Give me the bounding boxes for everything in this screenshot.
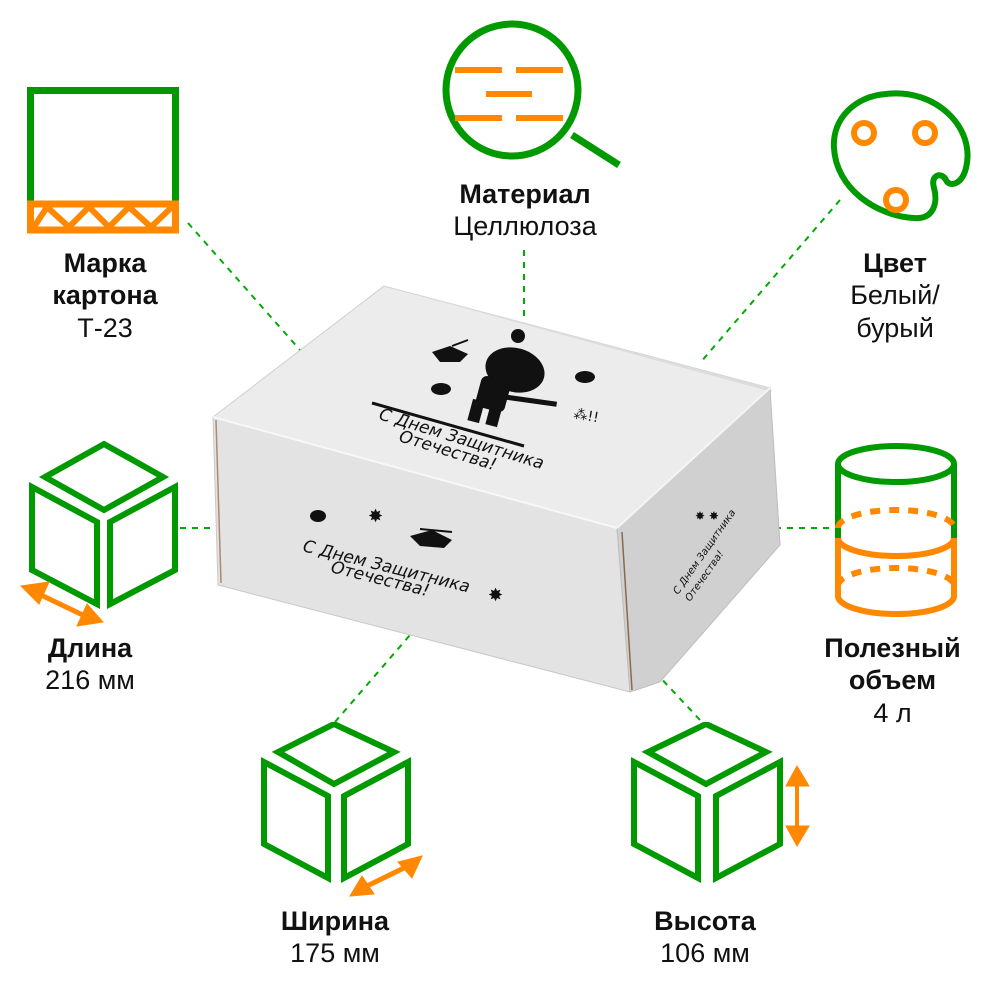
- svg-text:⁂!!: ⁂!!: [572, 406, 600, 426]
- spec-title: Марка: [63, 248, 147, 278]
- corrugated-board-icon: [27, 87, 179, 234]
- spec-title: Ширина: [280, 906, 390, 936]
- spec-title: Материал: [459, 179, 591, 209]
- spec-title: объем: [848, 665, 937, 696]
- spec-value: 4 л: [873, 697, 912, 728]
- svg-text:✸: ✸: [368, 506, 383, 527]
- svg-text:✸: ✸: [488, 585, 503, 606]
- spec-value: 175 мм: [290, 938, 380, 969]
- svg-text:✸ ✸: ✸ ✸: [695, 509, 719, 523]
- spec-value: Т-23: [77, 312, 133, 343]
- spec-title: картона: [52, 280, 158, 311]
- cube-length-icon: [19, 440, 178, 627]
- spec-title: Длина: [47, 633, 133, 663]
- spec-value: Целлюлоза: [453, 211, 597, 242]
- front-print-graphic: ✸ ✸: [310, 506, 503, 606]
- spec-length: Длина 216 мм: [15, 632, 165, 697]
- connector-board-grade: [187, 222, 301, 351]
- spec-material: Материал Целлюлоза: [405, 178, 645, 243]
- spec-title: Высота: [654, 906, 756, 936]
- spec-volume: Полезный объем 4 л: [800, 632, 985, 729]
- palette-icon: [830, 90, 971, 222]
- cube-height-icon: [631, 722, 810, 883]
- spec-title: Цвет: [863, 248, 927, 278]
- spec-color: Цвет Белый/ бурый: [820, 247, 970, 344]
- spec-height: Высота 106 мм: [610, 905, 800, 970]
- spec-board-grade: Марка картона Т-23: [10, 247, 200, 344]
- cylinder-volume-icon: [835, 443, 957, 617]
- spec-title: Полезный: [824, 633, 961, 663]
- spec-value: Белый/: [850, 280, 940, 311]
- magnifier-icon: [442, 20, 621, 168]
- spec-width: Ширина 175 мм: [240, 905, 430, 970]
- spec-value: 106 мм: [660, 938, 750, 969]
- cube-width-icon: [261, 722, 423, 897]
- top-print-graphic: ⁂!!: [371, 329, 600, 448]
- spec-value: бурый: [856, 312, 934, 343]
- spec-value: 216 мм: [45, 665, 135, 696]
